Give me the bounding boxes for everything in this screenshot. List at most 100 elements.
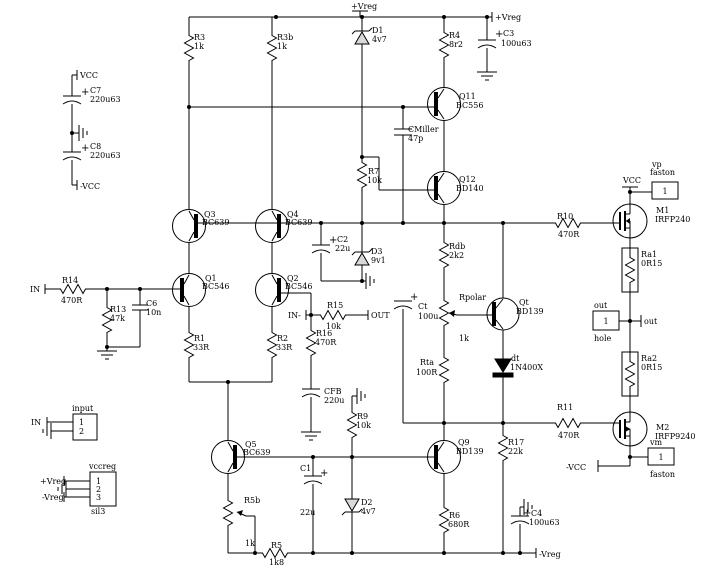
svg-text:47k: 47k (110, 314, 125, 323)
net-labels: +Vreg +Vreg VCC -VCC VCC -VCC -Vreg IN I… (30, 2, 658, 559)
svg-text:Q12: Q12 (459, 175, 476, 184)
svg-text:C2: C2 (337, 235, 348, 244)
svg-text:1k8: 1k8 (269, 558, 284, 567)
svg-text:R15: R15 (327, 301, 343, 310)
svg-text:C1: C1 (300, 464, 311, 473)
svg-text:1k: 1k (459, 334, 469, 343)
svg-text:R3b: R3b (277, 33, 293, 42)
svg-text:Q5: Q5 (245, 440, 257, 449)
svg-text:BC639: BC639 (202, 218, 229, 227)
svg-text:1N400X: 1N400X (510, 363, 543, 372)
svg-text:D1: D1 (372, 26, 384, 35)
svg-text:R11: R11 (557, 403, 573, 412)
svg-text:1: 1 (662, 187, 667, 196)
svg-text:C8: C8 (90, 142, 101, 151)
svg-text:out: out (594, 301, 608, 310)
svg-text:3: 3 (96, 493, 101, 502)
svg-text:R5: R5 (271, 541, 282, 550)
svg-text:R2: R2 (277, 334, 288, 343)
svg-text:Rta: Rta (420, 358, 434, 367)
svg-text:Ct: Ct (418, 302, 428, 311)
svg-text:BC639: BC639 (285, 218, 312, 227)
ground-icon (476, 71, 498, 81)
svg-text:470R: 470R (315, 338, 337, 347)
svg-text:680R: 680R (448, 520, 470, 529)
svg-text:33R: 33R (193, 343, 210, 352)
resistor-rpolar-trimmer: Rpolar 1k (439, 293, 486, 343)
svg-text:Ra1: Ra1 (641, 250, 657, 259)
vreg-top-label: +Vreg (351, 2, 377, 11)
svg-text:faston: faston (650, 168, 675, 177)
svg-text:R13: R13 (110, 305, 126, 314)
svg-text:M2: M2 (656, 423, 669, 432)
in-terminal-label: IN (30, 285, 40, 294)
svg-text:-Vreg: -Vreg (42, 493, 64, 502)
resistor-r5: R5 1k8 (259, 541, 291, 567)
svg-text:0R15: 0R15 (641, 259, 662, 268)
svg-text:33R: 33R (276, 343, 293, 352)
minus-vcc-m2-label: -VCC (566, 463, 586, 472)
svg-text:1k: 1k (277, 42, 287, 51)
svg-text:100u: 100u (418, 312, 438, 321)
svg-text:4v7: 4v7 (372, 35, 387, 44)
svg-text:IN: IN (31, 418, 41, 427)
svg-text:R3: R3 (194, 33, 205, 42)
connector-vp-faston: 1 vp faston (650, 160, 679, 200)
svg-text:BD139: BD139 (516, 307, 544, 316)
svg-text:470R: 470R (61, 296, 83, 305)
svg-text:CFB: CFB (324, 387, 342, 396)
svg-text:Rpolar: Rpolar (459, 293, 486, 302)
svg-text:+: + (320, 468, 328, 479)
svg-text:1: 1 (658, 453, 663, 462)
minus-vcc-left-label: -VCC (80, 182, 100, 191)
svg-text:4v7: 4v7 (361, 507, 376, 516)
svg-text:BD140: BD140 (456, 184, 484, 193)
svg-text:R9: R9 (357, 412, 368, 421)
svg-text:1k: 1k (194, 42, 204, 51)
svg-text:Q3: Q3 (204, 210, 216, 219)
vreg-top-right-label: +Vreg (495, 13, 521, 22)
svg-text:10k: 10k (367, 176, 382, 185)
svg-text:220u63: 220u63 (90, 95, 121, 104)
svg-text:C4: C4 (531, 509, 542, 518)
svg-text:D3: D3 (371, 247, 383, 256)
ground-icon (356, 387, 366, 405)
svg-text:100u63: 100u63 (529, 518, 560, 527)
svg-text:10n: 10n (146, 308, 161, 317)
svg-text:9v1: 9v1 (371, 256, 386, 265)
connector-input: input 1 2 IN (31, 404, 98, 441)
svg-text:C6: C6 (146, 299, 157, 308)
svg-text:faston: faston (650, 470, 675, 479)
svg-text:Qt: Qt (519, 298, 530, 307)
svg-text:1: 1 (79, 418, 84, 427)
svg-text:100R: 100R (416, 368, 438, 377)
svg-text:1: 1 (603, 317, 608, 326)
svg-text:R10: R10 (557, 212, 573, 221)
